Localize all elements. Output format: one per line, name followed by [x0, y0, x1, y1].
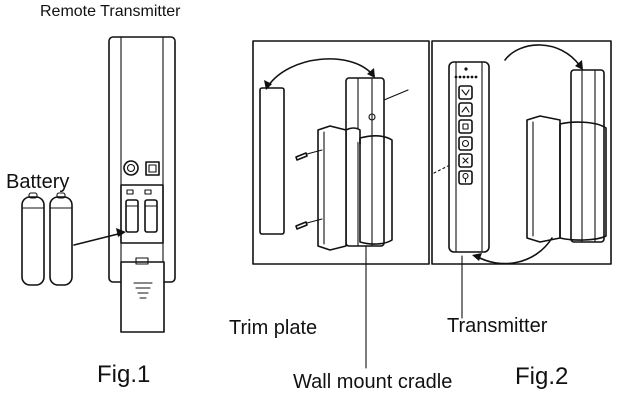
remote-transmitter-title: Remote Transmitter [40, 3, 181, 20]
remote-top-buttons [123, 160, 160, 176]
fig2-caption: Fig.2 [515, 363, 569, 390]
fig2-panel-left [252, 40, 430, 265]
wall-mount-cradle-label: Wall mount cradle [293, 371, 453, 393]
remote-transmitter-body [108, 36, 176, 283]
transmitter-arrow [472, 44, 583, 265]
mounting-screws [295, 149, 323, 230]
transmitter-buttons [458, 85, 473, 185]
trim-plate [259, 87, 285, 235]
trim-plate-arrow [264, 58, 375, 90]
fig2-panel-right [431, 40, 612, 265]
led-dots [454, 67, 478, 79]
battery-label: Battery [6, 171, 70, 193]
battery-pair [21, 192, 73, 286]
battery-arrow [73, 228, 126, 246]
wall-mount-cradle-right [526, 69, 607, 243]
leader-lines [365, 245, 463, 369]
fig1-caption: Fig.1 [97, 361, 151, 388]
transmitter-label: Transmitter [447, 315, 548, 337]
trim-plate-label: Trim plate [229, 317, 318, 339]
transmitter-right [448, 61, 490, 253]
battery-compartment [120, 184, 164, 244]
wall-mount-cradle-left [317, 77, 409, 251]
dashed-guide [433, 165, 449, 174]
battery-cover-slid-out [120, 257, 165, 333]
